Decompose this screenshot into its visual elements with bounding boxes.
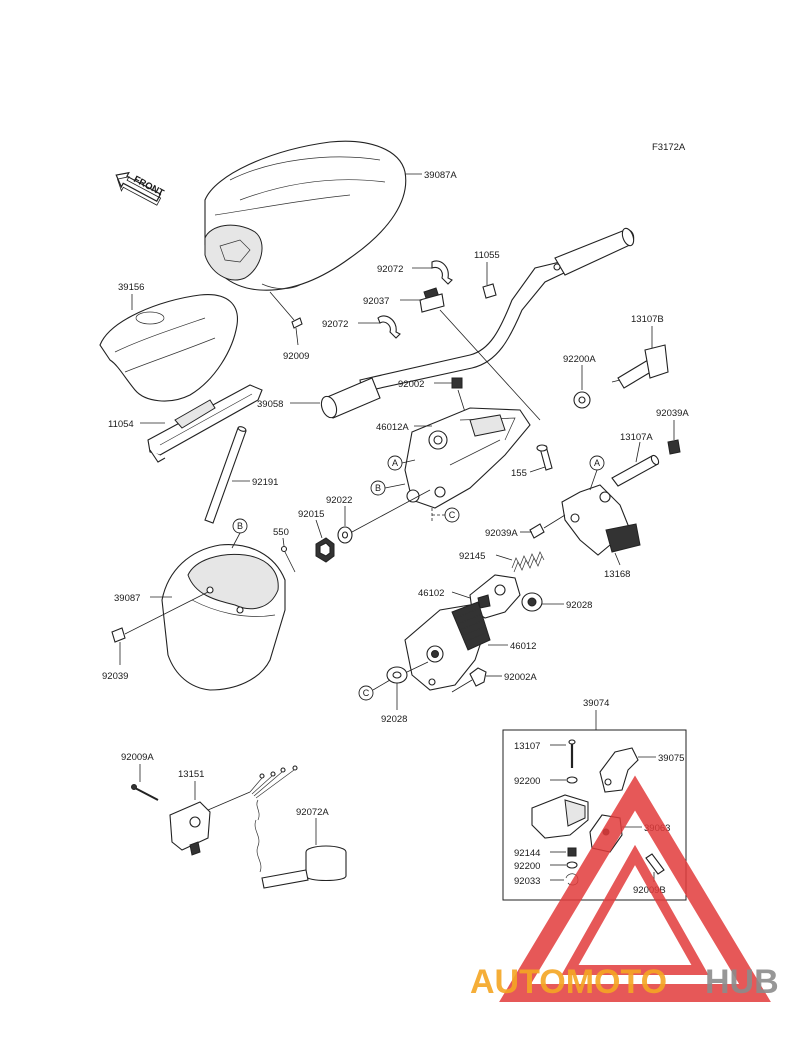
lever-39075 xyxy=(599,747,639,793)
part-39074: 39074 xyxy=(583,698,609,709)
part-46102: 46102 xyxy=(418,588,444,599)
part-39058: 39058 xyxy=(257,399,283,410)
watermark-text-gray: HUB xyxy=(705,963,779,1001)
washer-92200-b xyxy=(566,861,578,869)
part-92200-a: 92200 xyxy=(514,776,540,787)
part-46012A: 46012A xyxy=(376,422,409,433)
grommet-92037 xyxy=(419,287,445,313)
watermark-logo xyxy=(499,775,771,1002)
handle-holder-lower xyxy=(404,601,491,691)
pin-13107A xyxy=(611,454,660,487)
part-92144: 92144 xyxy=(514,848,540,859)
front-arrow-icon xyxy=(115,171,162,206)
bracket-11054 xyxy=(147,384,263,463)
part-92072-b: 92072 xyxy=(322,319,348,330)
bolt-13107B xyxy=(611,344,669,389)
handle-cover-lower xyxy=(161,544,286,691)
part-92039A-top: 92039A xyxy=(656,408,689,419)
screw-92009A xyxy=(131,784,159,801)
part-92037: 92037 xyxy=(363,296,389,307)
part-39087A: 39087A xyxy=(424,170,457,181)
screw-92039A-top xyxy=(667,439,681,455)
nut-92015 xyxy=(315,537,335,563)
part-13107: 13107 xyxy=(514,741,540,752)
bracket-13168 xyxy=(561,484,641,556)
part-92015: 92015 xyxy=(298,509,324,520)
figure-code: F3172A xyxy=(652,142,686,153)
part-46012: 46012 xyxy=(510,641,536,652)
part-13107A: 13107A xyxy=(620,432,653,443)
callout-c-2 xyxy=(358,685,374,701)
part-92022: 92022 xyxy=(326,495,352,506)
handlebar xyxy=(320,227,635,419)
washer-92200-a xyxy=(566,776,578,784)
part-92072A: 92072A xyxy=(296,807,329,818)
part-550: 550 xyxy=(273,527,289,538)
handle-pad xyxy=(99,294,238,402)
part-92072-a: 92072 xyxy=(377,264,403,275)
callout-c-1-label: C xyxy=(449,510,456,520)
handle-holder-upper xyxy=(404,407,531,509)
clamp-92072-upper xyxy=(431,260,453,285)
callout-a-2-label: A xyxy=(594,458,600,468)
part-92028-a: 92028 xyxy=(566,600,592,611)
part-11055: 11055 xyxy=(474,250,500,261)
part-92033: 92033 xyxy=(514,876,540,887)
part-92145: 92145 xyxy=(459,551,485,562)
part-155: 155 xyxy=(511,468,527,479)
part-92039: 92039 xyxy=(102,671,128,682)
screw-92039A xyxy=(529,523,545,539)
handle-cover-upper xyxy=(204,140,407,291)
part-92200-b: 92200 xyxy=(514,861,540,872)
part-39087: 39087 xyxy=(114,593,140,604)
screw-92009B xyxy=(645,853,665,875)
screw-92009 xyxy=(291,317,303,346)
spring-92145 xyxy=(511,551,545,573)
callout-a-1-label: A xyxy=(392,458,398,468)
screw-550 xyxy=(280,545,296,573)
clamp-92072A xyxy=(254,799,347,889)
kit-39074-box xyxy=(502,729,687,901)
switch-13151 xyxy=(169,765,298,856)
part-13151: 13151 xyxy=(178,769,204,780)
clamp-92072-lower xyxy=(377,315,401,339)
callout-b-2-label: B xyxy=(237,521,243,531)
part-92200A: 92200A xyxy=(563,354,596,365)
part-13168: 13168 xyxy=(604,569,630,580)
part-92039A: 92039A xyxy=(485,528,518,539)
watermark-text-orange: AUTOMOTO xyxy=(470,963,667,1001)
part-11054: 11054 xyxy=(108,419,134,430)
pin-13107 xyxy=(568,739,576,768)
callout-c-2-label: C xyxy=(363,688,370,698)
part-39156: 39156 xyxy=(118,282,144,293)
part-39075: 39075 xyxy=(658,753,684,764)
part-92028-b: 92028 xyxy=(381,714,407,725)
clip-11055 xyxy=(482,283,497,299)
spring-92144 xyxy=(567,847,577,857)
part-92002A: 92002A xyxy=(504,672,537,683)
callout-b-1-label: B xyxy=(375,483,381,493)
part-92002: 92002 xyxy=(398,379,424,390)
screw-92039 xyxy=(111,627,126,643)
part-13107B: 13107B xyxy=(631,314,664,325)
tube-92191 xyxy=(204,426,247,524)
holder-block xyxy=(531,794,589,839)
part-92009A: 92009A xyxy=(121,752,154,763)
bolt-92002A xyxy=(469,667,487,687)
part-92191: 92191 xyxy=(252,477,278,488)
part-92009: 92009 xyxy=(283,351,309,362)
bolt-92002 xyxy=(451,377,463,389)
pin-155 xyxy=(536,444,553,471)
